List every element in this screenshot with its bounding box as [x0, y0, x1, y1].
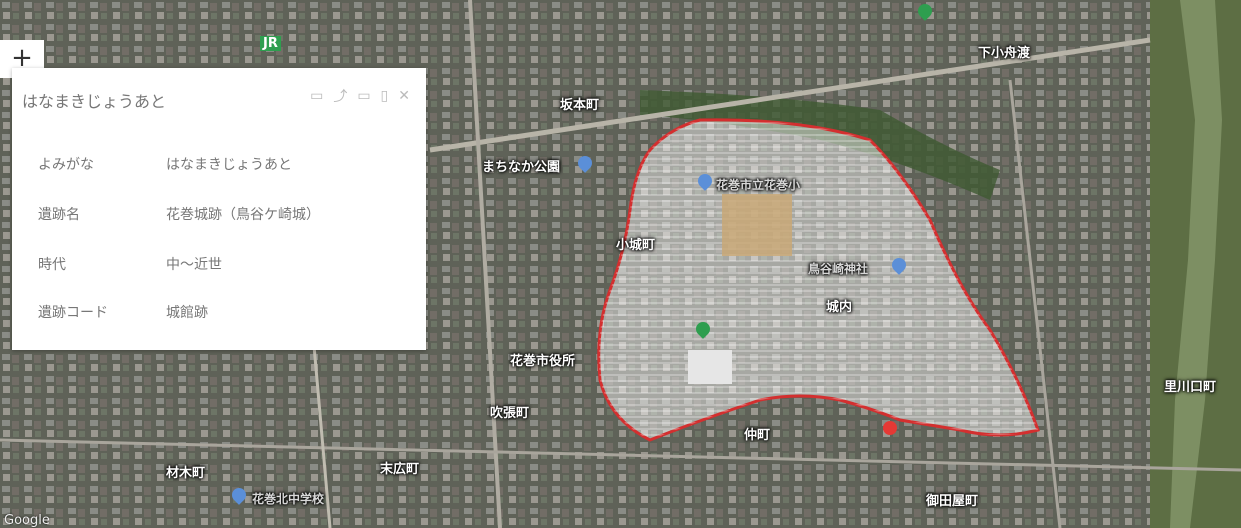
label-shimokobunatari: 下小舟渡	[978, 46, 1031, 61]
label-jr: JR	[260, 36, 281, 51]
label-north-junior-high: 花巻北中学校	[252, 492, 325, 506]
label-toya-jinja: 鳥谷崎神社	[808, 262, 869, 276]
attribute-value: はなまきじょうあと	[166, 157, 292, 173]
popup-toolbar: ▭ ⤴ ▭ ▯ ✕	[310, 86, 410, 106]
label-zaimokucho: 材木町	[166, 466, 206, 481]
road-main	[429, 37, 1151, 153]
label-hanamaki-school: 花巻市立花巻小	[716, 178, 801, 192]
site-info-popup: はなまきじょうあと ▭ ⤴ ▭ ▯ ✕ よみがな はなまきじょうあと 遺跡名 花…	[12, 68, 426, 350]
attribute-key: よみがな	[38, 157, 94, 173]
more-icon[interactable]: ▭	[357, 88, 371, 104]
school-field	[722, 194, 792, 256]
label-nakamachi: 仲町	[744, 428, 771, 443]
label-kojiromachi: 小城町	[616, 238, 656, 253]
attribute-key: 時代	[38, 257, 66, 273]
label-park: まちなか公園	[482, 160, 561, 175]
road-vertical	[468, 0, 502, 528]
green-belt	[640, 90, 1000, 200]
red-marker[interactable]	[883, 421, 897, 435]
label-jonai: 城内	[826, 300, 853, 315]
table-icon[interactable]: ▭	[310, 88, 324, 104]
attribute-value: 花巻城跡（鳥谷ケ崎城）	[166, 207, 320, 223]
attribute-value: 中～近世	[166, 257, 222, 273]
share-icon[interactable]: ⤴	[333, 89, 348, 105]
label-satokawaguchi: 里川口町	[1164, 380, 1217, 395]
attribute-value: 城館跡	[166, 305, 208, 321]
city-hall-building	[688, 350, 732, 384]
google-logo: Google	[4, 513, 50, 528]
attribute-key: 遺跡名	[38, 207, 80, 223]
label-fukiharicho: 吹張町	[490, 406, 530, 421]
label-city-hall: 花巻市役所	[510, 354, 576, 369]
label-suehirocho: 末広町	[380, 462, 420, 477]
road-south	[0, 438, 1241, 472]
label-sakamoto: 坂本町	[560, 98, 600, 113]
label-gotenyacho: 御田屋町	[926, 494, 979, 509]
popup-title: はなまきじょうあと	[22, 92, 167, 111]
road-east	[1008, 79, 1062, 528]
attribute-key: 遺跡コード	[38, 305, 108, 321]
pin-icon[interactable]: ▯	[380, 88, 389, 104]
river	[1170, 0, 1222, 528]
close-icon[interactable]: ✕	[398, 88, 410, 104]
